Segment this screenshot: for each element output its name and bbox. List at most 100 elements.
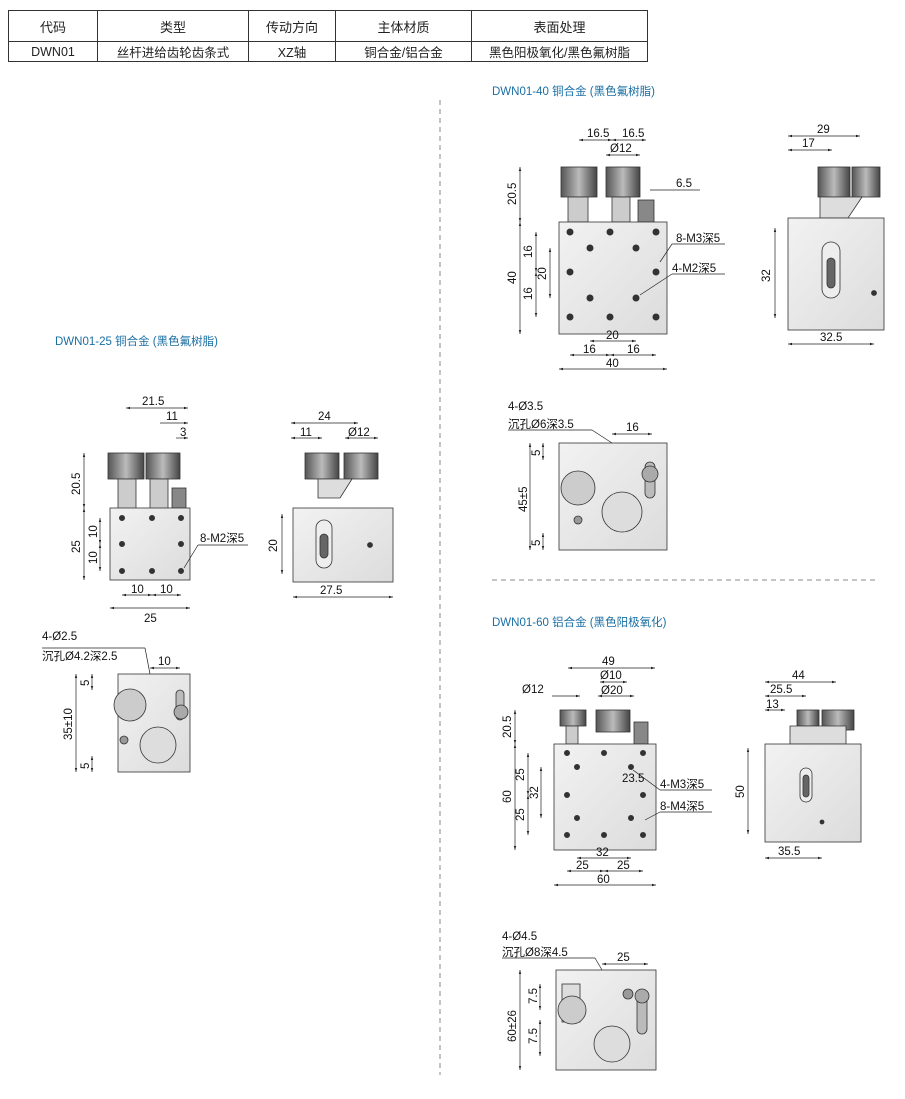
d25-dim-20: 20: [268, 539, 280, 552]
d60-dim-25b: 25: [515, 808, 527, 821]
d25-dim-3: 3: [180, 427, 186, 439]
spec-table: 代码 类型 传动方向 主体材质 表面处理 DWN01 丝杆进给齿轮齿条式 XZ轴…: [8, 10, 648, 62]
d25-dim-c5b: 5: [80, 763, 92, 769]
d25-bottom-dims: [42, 647, 180, 772]
d40-dim-17: 17: [802, 138, 815, 150]
d25-dim-25-h: 25: [71, 540, 83, 553]
d40-note-m3: 8-M3深5: [676, 231, 720, 245]
d25-bottom-view: [113, 673, 191, 773]
d25-dim-25-w: 25: [144, 613, 157, 625]
d25-dim-10a: 10: [88, 525, 100, 538]
d60-dim-60-w: 60: [597, 874, 610, 886]
d60-dim-25a: 25: [515, 768, 527, 781]
d60-note-counterbore: 沉孔Ø8深4.5: [502, 945, 568, 959]
d40-side-view: [787, 166, 885, 331]
d25-dim-20-5: 20.5: [71, 473, 83, 495]
d25-dim-b10a: 10: [131, 584, 144, 596]
d40-front-view: [558, 166, 668, 335]
spec-header-row: 代码 类型 传动方向 主体材质 表面处理: [8, 10, 648, 42]
d40-dim-20-5: 20.5: [507, 183, 519, 205]
cell-type: 丝杆进给齿轮齿条式: [97, 41, 249, 62]
d60-dim-dia20: Ø20: [601, 685, 623, 697]
d25-dim-c10: 10: [158, 656, 171, 668]
d60-front-holes: [564, 750, 646, 838]
d40-dim-20-w: 20: [606, 330, 619, 342]
d40-front-holes: [566, 228, 660, 321]
header-material: 主体材质: [335, 10, 472, 42]
d40-bottom-dims: [508, 429, 652, 550]
d40-dim-c5b: 5: [531, 540, 543, 546]
d40-dim-dia12: Ø12: [610, 143, 632, 155]
d60-dim-25b-w: 25: [617, 860, 630, 872]
d40-dim-16b-w: 16: [627, 344, 640, 356]
d40-dim-29: 29: [817, 124, 830, 136]
d25-dim-dia12: Ø12: [348, 427, 370, 439]
section-title-25: DWN01-25 铜合金 (黑色氟树脂): [55, 336, 218, 348]
d40-dim-40-w: 40: [606, 358, 619, 370]
d25-dim-21-5: 21.5: [142, 396, 164, 408]
d25-side-view: [292, 452, 394, 583]
d60-dim-60-26: 60±26: [507, 1010, 519, 1042]
d60-dim-50: 50: [735, 785, 747, 798]
spec-data-row: DWN01 丝杆进给齿轮齿条式 XZ轴 铜合金/铝合金 黑色阳极氧化/黑色氟树脂: [8, 41, 648, 62]
d40-dim-6-5: 6.5: [676, 178, 692, 190]
d25-front-holes: [119, 515, 184, 574]
d25-dim-27-5: 27.5: [320, 585, 342, 597]
d60-side-dims: [746, 680, 836, 860]
d40-side-dims: [773, 134, 874, 346]
cell-material: 铜合金/铝合金: [335, 41, 472, 62]
d60-dim-13: 13: [766, 699, 779, 711]
d40-dim-40-h: 40: [507, 271, 519, 284]
d60-dim-32-w: 32: [596, 847, 609, 859]
d25-dim-side-11: 11: [300, 427, 312, 439]
section-title-60: DWN01-60 铝合金 (黑色阳极氧化): [492, 617, 667, 629]
d25-dim-b10b: 10: [160, 584, 173, 596]
d40-dim-16-5b: 16.5: [622, 128, 644, 140]
d40-dim-16-5a: 16.5: [587, 128, 609, 140]
d40-dim-c5a: 5: [531, 450, 543, 456]
d60-dim-23-5: 23.5: [622, 773, 644, 785]
d40-dim-16a: 16: [523, 245, 535, 258]
d40-note-holes: 4-Ø3.5: [508, 401, 543, 413]
d60-dim-20-5: 20.5: [502, 716, 514, 738]
d60-note-m4: 8-M4深5: [660, 799, 704, 813]
d60-dim-25a-w: 25: [576, 860, 589, 872]
d25-note-thread: 8-M2深5: [200, 531, 244, 545]
d25-note-holes: 4-Ø2.5: [42, 631, 77, 643]
d40-dim-45: 45±5: [518, 487, 530, 513]
d60-dim-25-5: 25.5: [770, 684, 792, 696]
header-type: 类型: [97, 10, 249, 42]
d40-dim-32: 32: [761, 269, 773, 282]
d60-bottom-dims: [502, 957, 648, 1070]
d60-front-dims: [513, 666, 712, 887]
d60-dim-c25: 25: [617, 952, 630, 964]
cell-direction: XZ轴: [248, 41, 336, 62]
d60-dim-dia10: Ø10: [600, 670, 622, 682]
d40-note-m2: 4-M2深5: [672, 261, 716, 275]
d25-note-counterbore: 沉孔Ø4.2深2.5: [42, 649, 117, 663]
d25-dim-10b: 10: [88, 551, 100, 564]
d25-dim-c5a: 5: [80, 680, 92, 686]
cell-surface: 黑色阳极氧化/黑色氟树脂: [471, 41, 648, 62]
d40-dim-20-h: 20: [537, 267, 549, 280]
d40-bottom-view: [558, 442, 668, 551]
header-surface: 表面处理: [471, 10, 648, 42]
d25-dim-11: 11: [166, 411, 178, 423]
d25-front-dims: [82, 406, 248, 610]
d40-front-dims: [518, 138, 725, 371]
section-title-40: DWN01-40 铜合金 (黑色氟树脂): [492, 86, 655, 98]
d60-side-view: [764, 709, 862, 843]
d60-note-holes: 4-Ø4.5: [502, 931, 537, 943]
d25-side-dims: [280, 421, 393, 599]
d60-bottom-view: [555, 969, 657, 1071]
d40-dim-16a-w: 16: [583, 344, 596, 356]
d60-dim-44: 44: [792, 670, 805, 682]
d60-dim-dia12: Ø12: [522, 684, 544, 696]
d25-dim-24: 24: [318, 411, 331, 423]
header-code: 代码: [8, 10, 98, 42]
d60-dim-49: 49: [602, 656, 615, 668]
d60-note-m3: 4-M3深5: [660, 777, 704, 791]
d40-dim-c16: 16: [626, 422, 639, 434]
d40-note-counterbore: 沉孔Ø6深3.5: [508, 417, 574, 431]
